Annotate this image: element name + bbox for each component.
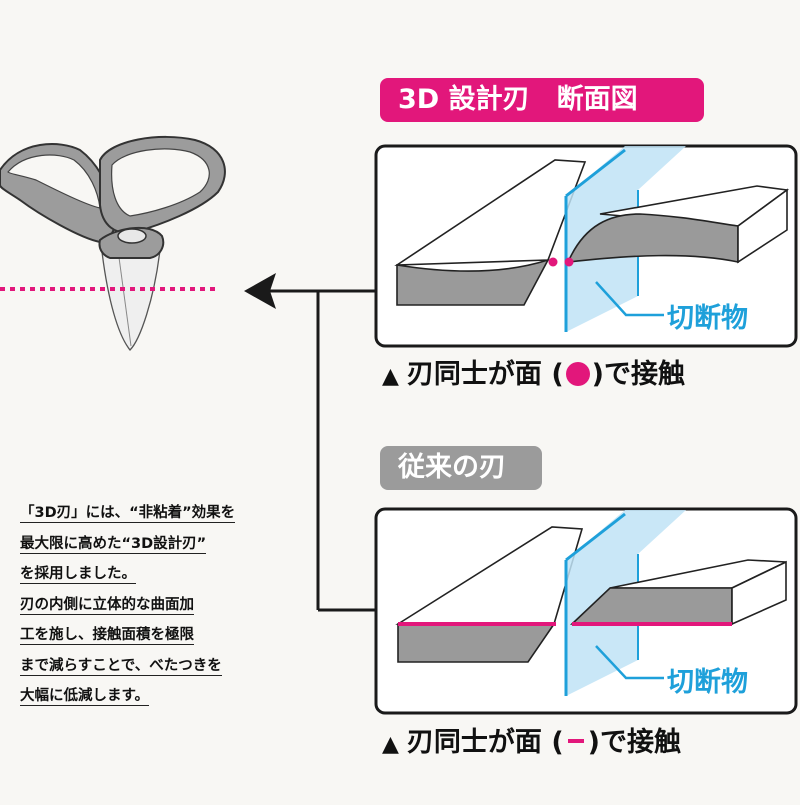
description-line: 最大限に高めた“3D設計刃” [20, 535, 207, 554]
contact-dot-icon [565, 362, 590, 386]
contact-point [564, 257, 574, 267]
cut-object-label: 切断物 [667, 303, 748, 334]
description-line: 工を施し、接触面積を極限 [20, 627, 194, 645]
description: 「3D刃」には、“非粘着”効果を 最大限に高めた“3D設計刃” を採用しました。… [20, 498, 285, 712]
cut-object-label: 切断物 [667, 667, 748, 698]
blade-conventional-upper [569, 559, 787, 626]
caption-text: )で接触 [587, 727, 682, 758]
arrow-left-icon [244, 273, 276, 309]
triangle-up-icon: ▲ [382, 732, 399, 757]
cut-label-leader [595, 645, 664, 680]
blade-conventional-lower [395, 526, 584, 663]
description-line: 「3D刃」には、“非粘着”効果を [20, 505, 236, 523]
caption-text: )で接触 [591, 359, 686, 390]
panel-3d-title: 3D 設計刃 断面図 [380, 78, 704, 122]
panel-conventional-caption: ▲ 刃同士が面 ( )で接触 [382, 726, 681, 762]
scissors-icon [0, 135, 226, 351]
panel-conventional-title: 従来の刃 [380, 446, 542, 490]
cut-label-leader [595, 281, 664, 317]
triangle-up-icon: ▲ [382, 364, 399, 389]
contact-point [548, 257, 558, 267]
connector [270, 289, 376, 612]
description-line: まで減らすことで、べたつきを [20, 657, 222, 676]
description-line: 刃の内側に立体的な曲面加 [20, 596, 194, 615]
caption-text: 刃同士が面 ( [406, 359, 564, 390]
blade-3d-lower [394, 159, 587, 306]
description-line: を採用しました。 [20, 566, 136, 584]
panel-3d-caption: ▲ 刃同士が面 ( )で接触 [382, 358, 685, 394]
caption-text: 刃同士が面 ( [406, 727, 564, 758]
contact-line-icon [567, 739, 584, 743]
description-line: 大幅に低減します。 [20, 688, 150, 706]
blade-3d-upper [568, 185, 790, 264]
